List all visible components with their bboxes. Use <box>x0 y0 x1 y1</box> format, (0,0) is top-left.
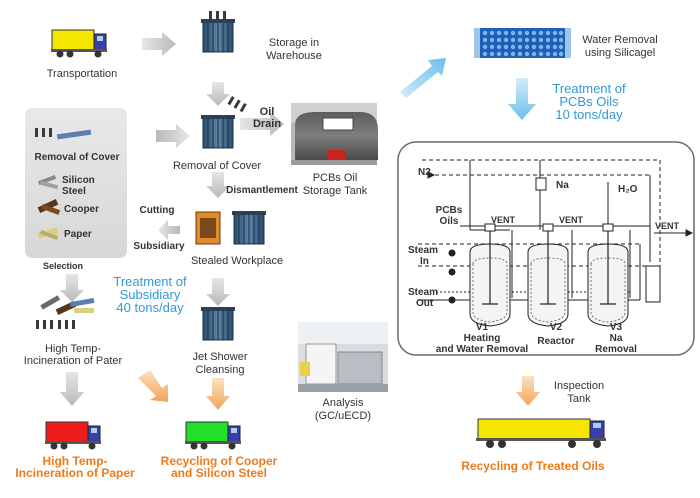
h2o-label: H₂O <box>618 184 638 195</box>
inspection-label-line1: Inspection <box>553 380 605 392</box>
vent-label-1: VENT <box>490 215 515 225</box>
cooper-label: Cooper <box>64 204 99 215</box>
storage-label-line2: Warehouse <box>266 50 322 62</box>
transport-truck-icon <box>50 29 108 58</box>
pcbs-tank-label-line1: PCBs Oil <box>312 172 358 184</box>
stealed-workplace-label: Stealed Workplace <box>190 255 284 267</box>
v1-label: V1 <box>475 322 489 333</box>
vent-label-3: VENT <box>654 221 679 231</box>
high-temp-label-line2: Incineration of Pater <box>23 355 123 367</box>
analysis-label-line2: (GC/uECD) <box>314 410 372 422</box>
output-oils-label: Recycling of Treated Oils <box>461 459 605 473</box>
jet-transformer-icon <box>200 306 236 341</box>
v3-desc-line2: Removal <box>595 344 637 355</box>
flow-arrows-gray <box>60 32 284 406</box>
steam-out-label-line2: Out <box>416 298 434 309</box>
paper-icon <box>37 227 59 240</box>
steam-in-label-line2: In <box>420 256 429 267</box>
components-panel <box>25 108 127 258</box>
steam-out-label-line1: Steam <box>408 287 439 298</box>
paper-truck-icon <box>44 421 102 450</box>
vent-label-2: VENT <box>558 215 583 225</box>
pcbs-oils-label-line1: PCBs <box>435 205 463 216</box>
output-paper-line1: High Temp- <box>42 454 108 468</box>
oil-truck-icon <box>476 418 606 448</box>
subsidiary-label: Subsidiary <box>133 241 185 252</box>
treatment-pcbs-line3: 10 tons/day <box>555 107 623 122</box>
v1-desc-line1: Heating <box>463 333 501 344</box>
pcbs-tank-label-line2: Storage Tank <box>302 185 368 197</box>
treatment-pcbs-line1: Treatment of <box>552 81 626 96</box>
treatment-subsidiary-line1: Treatment of <box>113 274 187 289</box>
transportation-label: Transportation <box>46 68 118 80</box>
oil-drain-label-line1: Oil <box>259 106 275 118</box>
output-paper-line2: Incineration of Paper <box>15 466 135 480</box>
flow-arrows-orange <box>138 370 540 410</box>
panel-removal-label: Removal of Cover <box>34 152 120 163</box>
water-removal-label-line1: Water Removal <box>582 34 658 46</box>
treatment-subsidiary-line2: Subsidiary <box>119 287 181 302</box>
jet-shower-label-line2: Cleansing <box>195 364 245 376</box>
silicon-steel-icon <box>37 175 59 190</box>
sorted-parts-icon <box>36 295 95 329</box>
silicagel-filter-icon <box>474 28 571 58</box>
treatment-pcbs-line2: PCBs Oils <box>559 94 619 109</box>
analysis-instrument-photo <box>298 322 388 392</box>
n2-label: N2 <box>418 167 431 178</box>
output-cooper-line1: Recycling of Cooper <box>160 454 278 468</box>
high-temp-label-line1: High Temp- <box>44 343 102 355</box>
treatment-subsidiary-line3: 40 tons/day <box>116 300 184 315</box>
v2-desc: Reactor <box>537 336 575 347</box>
cover-plate-icon <box>56 129 92 140</box>
storage-transformer-icon <box>200 11 236 53</box>
v3-label: V3 <box>609 322 623 333</box>
silicon-label-line2: Steel <box>62 186 86 197</box>
flow-arrows-blue <box>400 58 536 120</box>
output-cooper-line2: and Silicon Steel <box>170 466 268 480</box>
jet-shower-label-line1: Jet Shower <box>192 351 248 363</box>
bushing-parts-icon <box>35 128 52 137</box>
cutting-label: Cutting <box>139 205 175 216</box>
analysis-label-line1: Analysis <box>322 397 364 409</box>
paper-label: Paper <box>64 229 92 240</box>
cooper-truck-icon <box>184 421 242 450</box>
removal-transformer-icon <box>200 96 247 149</box>
na-label: Na <box>556 180 569 191</box>
selection-label: Selection <box>42 261 83 271</box>
v1-desc-line2: and Water Removal <box>435 344 529 355</box>
workplace-transformer-icon <box>195 210 267 245</box>
storage-label-line1: Storage in <box>268 37 320 49</box>
steam-in-label-line1: Steam <box>408 245 439 256</box>
silicon-label-line1: Silicon <box>62 175 95 186</box>
v3-desc-line1: Na <box>609 333 623 344</box>
cooper-icon <box>37 199 61 215</box>
water-removal-label-line2: using Silicagel <box>584 47 656 59</box>
inspection-label-line2: Tank <box>567 393 591 405</box>
v2-label: V2 <box>549 322 563 333</box>
oil-drain-label-line2: Drain <box>252 118 282 130</box>
pcbs-storage-tank-photo <box>291 103 378 165</box>
dismantlement-label: Dismantlement <box>226 185 298 196</box>
pcbs-oils-label-line2: Oils <box>439 216 459 227</box>
removal-of-cover-label: Removal of Cover <box>172 160 262 172</box>
